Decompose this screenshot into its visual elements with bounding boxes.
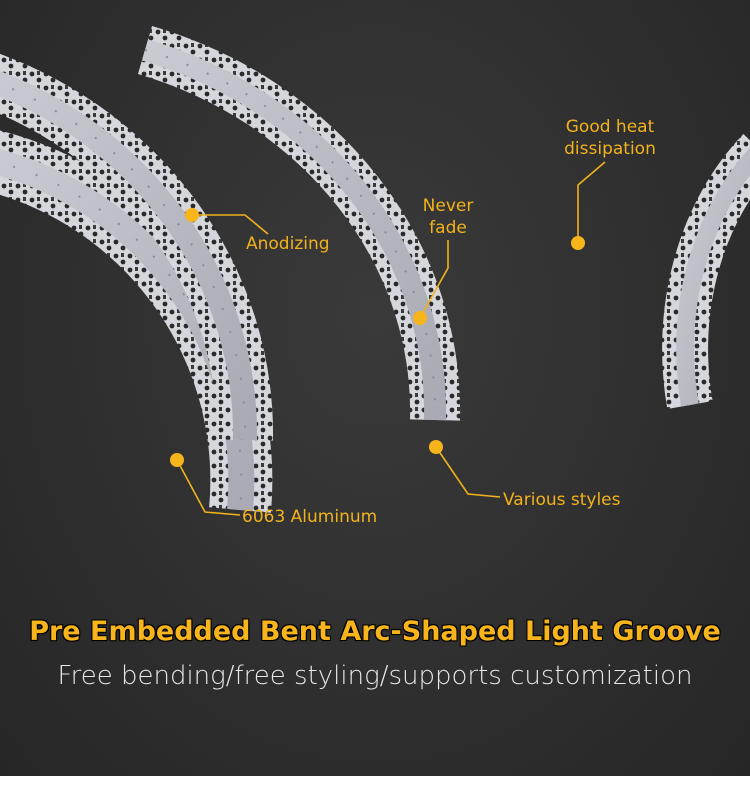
arc-profile-4 [662, 134, 750, 410]
arc-profile-1 [0, 130, 273, 513]
callout-leaders [176, 161, 606, 516]
arc-profile-3 [137, 26, 461, 421]
callout-heat-line2: dissipation [564, 139, 656, 159]
aluminum-dot [170, 453, 184, 467]
heat-dissipation-dot [571, 236, 585, 250]
never-fade-dot [413, 311, 427, 325]
callout-heat-dissipation: Good heat dissipation [556, 116, 664, 160]
callout-aluminum: 6063 Aluminum [242, 507, 378, 527]
arc-profile-2 [0, 53, 274, 441]
callout-heat-line1: Good heat [565, 117, 655, 137]
anodizing-dot [185, 208, 199, 222]
callout-dots [170, 208, 585, 467]
headline-subtitle: Free bending/free styling/supports custo… [57, 661, 693, 691]
callout-never-line2: fade [429, 218, 467, 238]
callout-various-styles: Various styles [503, 490, 621, 510]
callout-never-line1: Never [422, 196, 474, 216]
callout-anodizing: Anodizing [246, 234, 330, 254]
bottom-strip [0, 776, 750, 788]
headline-title: Pre Embedded Bent Arc-Shaped Light Groov… [29, 616, 721, 647]
various-styles-dot [429, 440, 443, 454]
callout-never-fade: Never fade [412, 195, 484, 239]
